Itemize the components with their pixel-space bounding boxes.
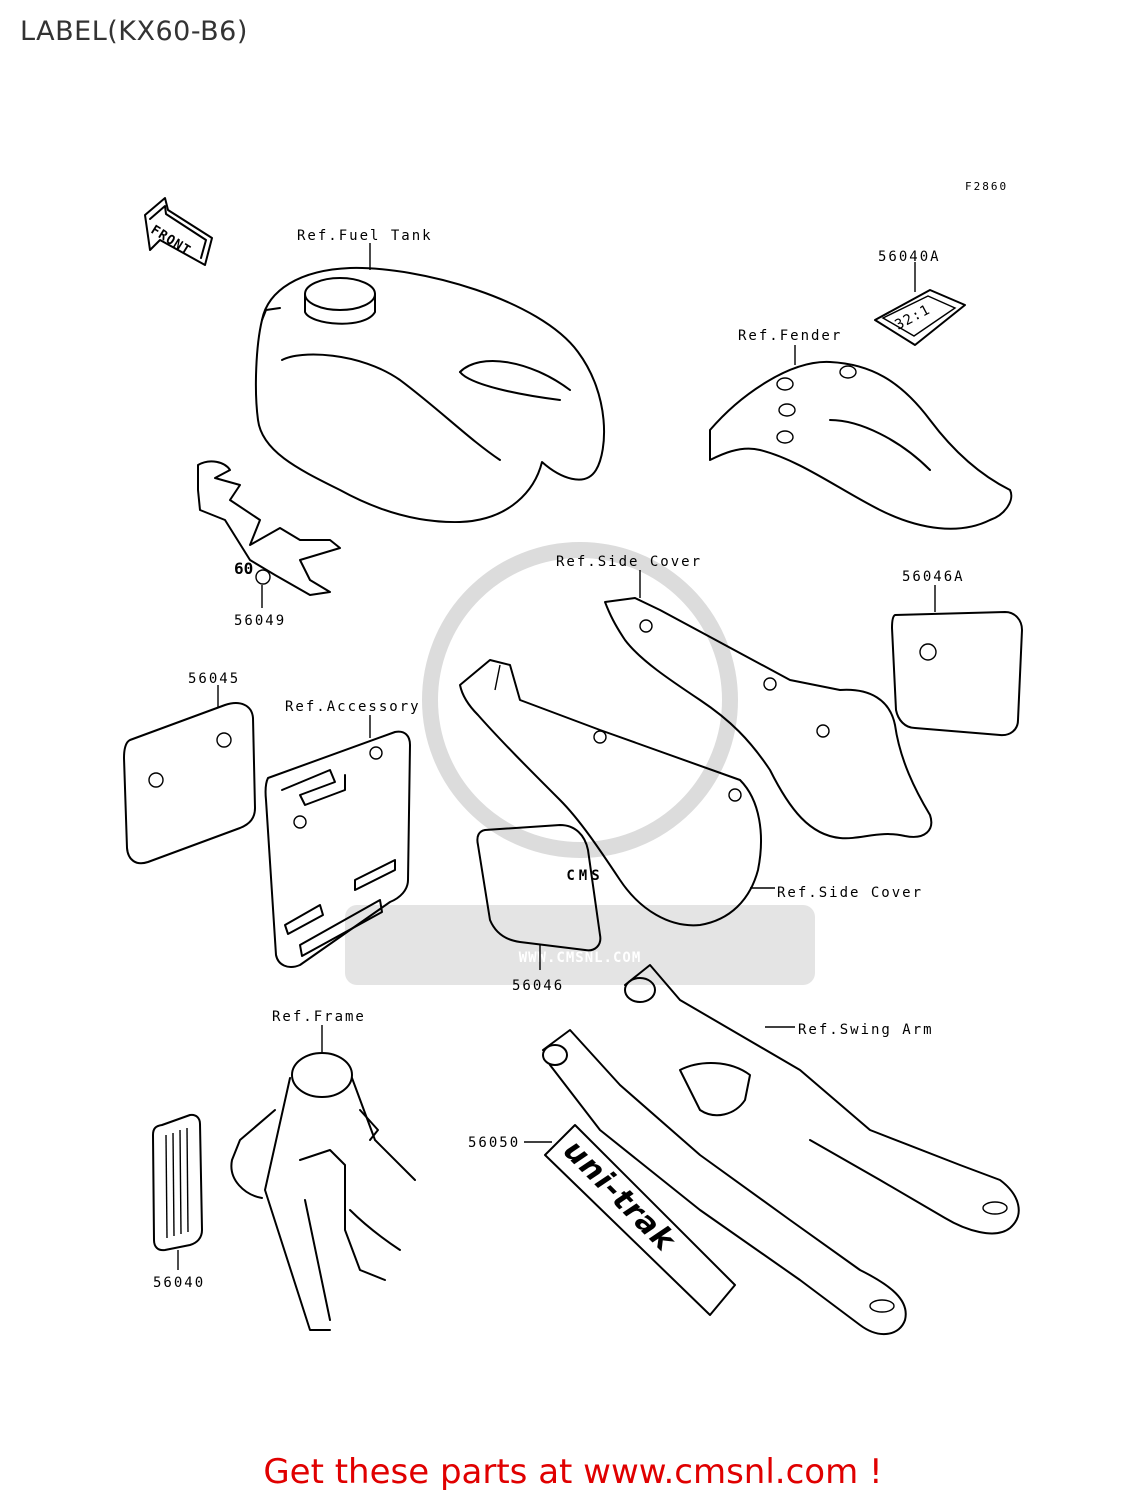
ref-fender-label: Ref.Fender — [738, 328, 842, 344]
ref-frame-label: Ref.Frame — [272, 1009, 366, 1025]
page-title: LABEL(KX60-B6) — [20, 16, 248, 47]
uni-trak-text: uni-trak — [556, 1133, 682, 1259]
kx-number-circle — [255, 569, 271, 585]
decal-56040 — [152, 1113, 203, 1270]
ref-side-cover-lower-label: Ref.Side Cover — [777, 885, 923, 901]
watermark-url: WWW.CMSNL.COM — [519, 950, 642, 966]
fender-decal-56040A: 32:1 — [874, 262, 966, 346]
accessory-plate — [264, 715, 411, 968]
watermark: CMS WWW.CMSNL.COM — [345, 542, 815, 985]
watermark-banner — [345, 905, 815, 985]
kx-decal: 60 — [197, 460, 341, 608]
figure-code: F2860 — [965, 180, 1008, 193]
ref-side-cover-upper-label: Ref.Side Cover — [556, 554, 702, 570]
part-56050-label: 56050 — [468, 1135, 520, 1151]
swing-arm — [542, 964, 1020, 1335]
cta-link[interactable]: Get these parts at www.cmsnl.com ! — [263, 1452, 883, 1492]
part-56049-label: 56049 — [234, 613, 286, 629]
decal-56045 — [123, 685, 256, 865]
fender — [709, 345, 1013, 530]
ref-accessory-label: Ref.Accessory — [285, 699, 421, 715]
frame — [230, 1025, 416, 1331]
watermark-logo — [422, 542, 738, 858]
ref-fuel-tank-label: Ref.Fuel Tank — [297, 228, 433, 244]
decal-56046A — [891, 585, 1023, 737]
part-56046-label: 56046 — [512, 978, 564, 994]
part-56040A-label: 56040A — [878, 249, 941, 265]
side-cover-upper — [604, 570, 933, 840]
decal-56046 — [476, 824, 602, 970]
fuel-tank — [254, 243, 606, 524]
front-arrow: FRONT — [144, 197, 213, 266]
watermark-brand: CMS — [566, 868, 603, 884]
part-56046A-label: 56046A — [902, 569, 965, 585]
part-56040-label: 56040 — [153, 1275, 205, 1291]
ref-swing-arm-label: Ref.Swing Arm — [798, 1022, 934, 1038]
kx-number: 60 — [234, 559, 253, 578]
part-56045-label: 56045 — [188, 671, 240, 687]
side-cover-lower — [459, 659, 775, 927]
